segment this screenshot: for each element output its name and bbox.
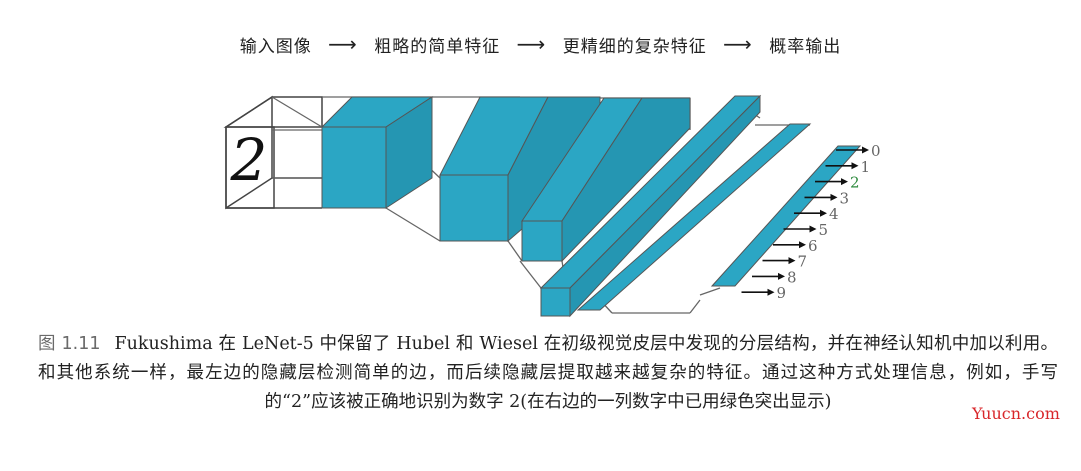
- output-digit-label: 7: [798, 253, 808, 271]
- output-arrowhead-icon: [799, 241, 806, 249]
- figure-label: 图 1.11: [38, 334, 101, 354]
- output-digit-label: 0: [871, 142, 881, 160]
- output-arrowhead-icon: [778, 272, 785, 280]
- output-digit-label: 3: [840, 189, 850, 207]
- output-arrowhead-icon: [841, 178, 848, 186]
- output-digit-label: 6: [808, 237, 818, 255]
- layer2-block: [439, 96, 601, 243]
- output-arrowhead-icon: [767, 288, 775, 296]
- pipeline-step-output: 概率输出: [769, 37, 842, 57]
- output-digit-label: 4: [829, 205, 839, 223]
- layer1-block: [320, 96, 434, 209]
- output-digit-label: 9: [777, 284, 787, 302]
- pipeline-step-fine: 更精细的复杂特征: [562, 37, 707, 57]
- arrow-icon: ⟶: [723, 32, 753, 56]
- layer3-block: [521, 97, 691, 263]
- output-arrowhead-icon: [809, 225, 817, 233]
- watermark-logo: Yuucn.com: [970, 404, 1062, 423]
- output-digit-label: 8: [787, 268, 797, 286]
- layer4-block: [539, 94, 762, 318]
- network-diagram: 2: [223, 94, 881, 318]
- output-arrowhead-icon: [820, 209, 827, 217]
- output-digit-label: 1: [861, 158, 871, 176]
- output-arrowhead-icon: [862, 146, 869, 154]
- output-digit-label: 5: [819, 221, 829, 239]
- input-digit: 2: [230, 126, 268, 194]
- output-arrowhead-icon: [830, 193, 838, 201]
- pipeline-step-input: 输入图像: [239, 37, 312, 57]
- arrow-icon: ⟶: [328, 32, 358, 56]
- output-digit-label: 2: [850, 174, 860, 192]
- caption-text: Fukushima 在 LeNet-5 中保留了 Hubel 和 Wiesel …: [38, 334, 1058, 412]
- output-arrowhead-icon: [788, 257, 796, 265]
- pipeline-step-coarse: 粗略的简单特征: [374, 37, 501, 57]
- pipeline-header: 输入图像 ⟶ 粗略的简单特征 ⟶ 更精细的复杂特征 ⟶ 概率输出: [0, 32, 1081, 57]
- layer5-slab: [576, 123, 812, 311]
- arrow-icon: ⟶: [516, 32, 547, 56]
- output-arrowhead-icon: [851, 162, 859, 170]
